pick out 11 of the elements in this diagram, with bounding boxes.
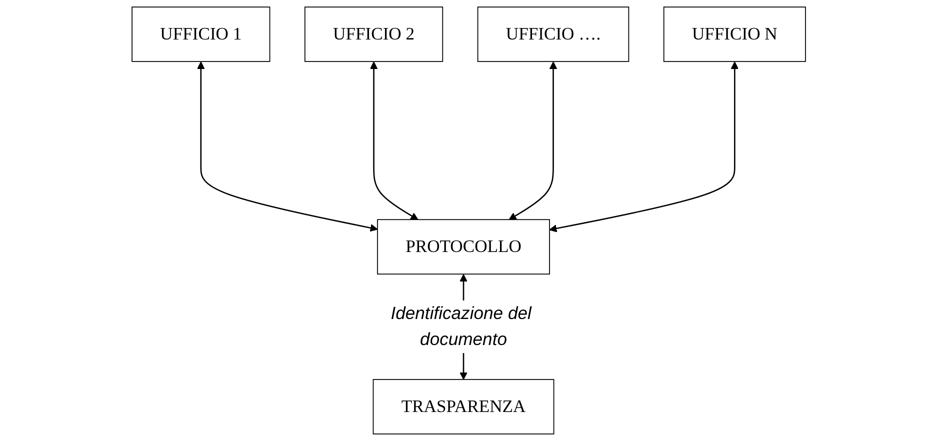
arrow: [509, 62, 558, 220]
node-box: PROTOCOLLO: [377, 219, 550, 275]
node-box: TRASPARENZA: [373, 379, 554, 434]
edge-label: Identificazione del documento: [390, 304, 532, 350]
arrow: [197, 62, 378, 232]
node-box: UFFICIO N: [664, 6, 806, 62]
arrow: [370, 62, 418, 220]
arrow: [549, 62, 739, 232]
node-box: UFFICIO 2: [304, 6, 444, 62]
node-box: UFFICIO 1: [132, 6, 270, 62]
node-box: UFFICIO ….: [478, 6, 630, 62]
